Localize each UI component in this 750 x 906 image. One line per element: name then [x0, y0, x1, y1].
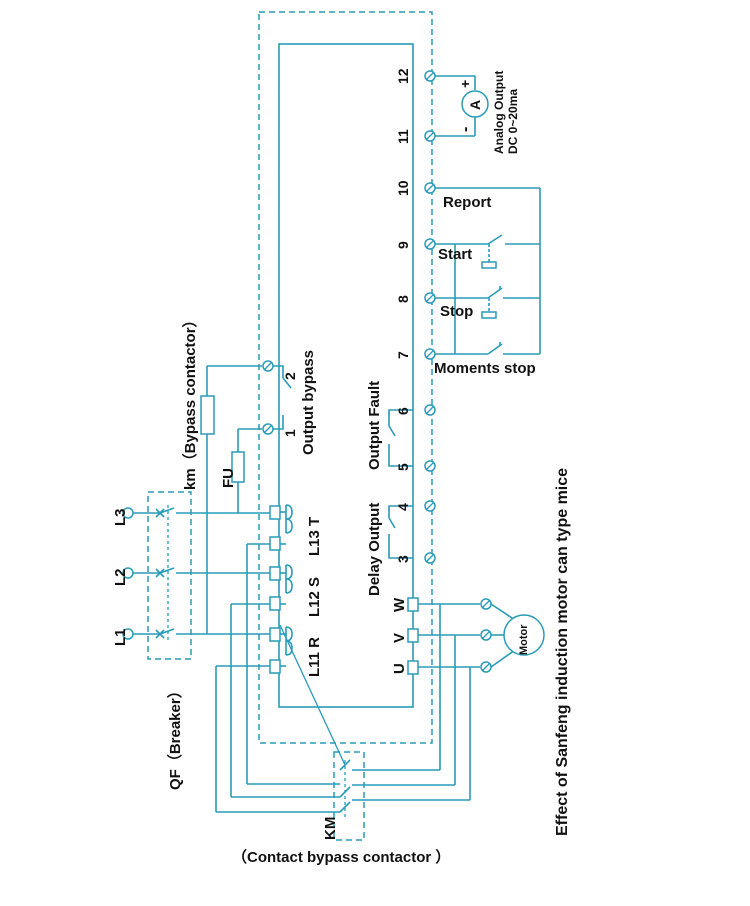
input-terminal-blocks [269, 504, 293, 674]
output-terminal-label-v: V [391, 633, 408, 643]
report-label: Report [443, 194, 491, 211]
control-terminal-label-6: 6 [395, 407, 411, 415]
bypass-coil-wiring [200, 360, 292, 634]
bypass-terminal-label-1: 1 [282, 429, 298, 437]
km-enclosure [333, 751, 365, 841]
soft-starter-enclosure [258, 11, 433, 744]
control-terminal-label-9: 9 [395, 241, 411, 249]
input-terminal-label-l12: L12 S [306, 577, 323, 617]
control-switch-wiring [435, 187, 541, 355]
line-input-label-l2: L2 [112, 568, 129, 586]
meter-label: A [467, 100, 483, 110]
moments-stop-label: Moments stop [434, 360, 536, 377]
output-terminal-label-u: U [391, 663, 408, 674]
analog-range-label: DC 0~20ma [506, 89, 520, 154]
bypass-terminal-label-2: 2 [282, 372, 298, 380]
bypass-contactor-label: km（Bypass contactor） [181, 312, 199, 490]
breaker-enclosure [147, 491, 192, 660]
output-bypass-label: Output bypass [300, 350, 317, 455]
km-coil [200, 395, 215, 435]
minus-sign: - [457, 127, 474, 132]
analog-output-circuit [435, 75, 489, 137]
stop-label: Stop [440, 303, 473, 320]
output-terminal-label-w: W [391, 597, 408, 612]
control-terminal-label-4: 4 [395, 503, 411, 511]
start-label: Start [438, 246, 472, 263]
control-terminal-label-8: 8 [395, 295, 411, 303]
control-terminal-label-3: 3 [395, 555, 411, 563]
km-label: KM [322, 817, 339, 840]
line-inputs [122, 505, 272, 640]
fuse-label: FU [220, 468, 237, 488]
fuse [231, 451, 245, 483]
breaker-label: QF（Breaker） [166, 683, 184, 790]
soft-starter-body [278, 43, 414, 708]
plus-sign: + [457, 80, 473, 88]
output-fault-label: Output Fault [366, 381, 383, 470]
output-terminal-blocks [407, 597, 545, 800]
control-terminal-label-12: 12 [395, 68, 411, 84]
motor-icon [503, 614, 545, 656]
control-terminal-label-7: 7 [395, 351, 411, 359]
control-terminal-label-5: 5 [395, 463, 411, 471]
control-terminals [388, 70, 436, 564]
contact-bypass-label: （Contact bypass contactor ） [232, 848, 450, 866]
analog-output-label: Analog Output [492, 71, 506, 154]
control-terminal-label-10: 10 [395, 180, 411, 196]
line-input-label-l3: L3 [112, 508, 129, 526]
line-input-label-l1: L1 [112, 628, 129, 646]
title-text: Effect of Sanfeng induction motor can ty… [554, 468, 571, 836]
motor-label: Motor [518, 624, 530, 655]
delay-output-label: Delay Output [366, 503, 383, 596]
input-terminal-label-l13: L13 T [306, 517, 323, 556]
input-terminal-label-l11: L11 R [306, 637, 323, 677]
bypass-feed-wiring [215, 543, 470, 820]
control-terminal-label-11: 11 [395, 129, 411, 144]
